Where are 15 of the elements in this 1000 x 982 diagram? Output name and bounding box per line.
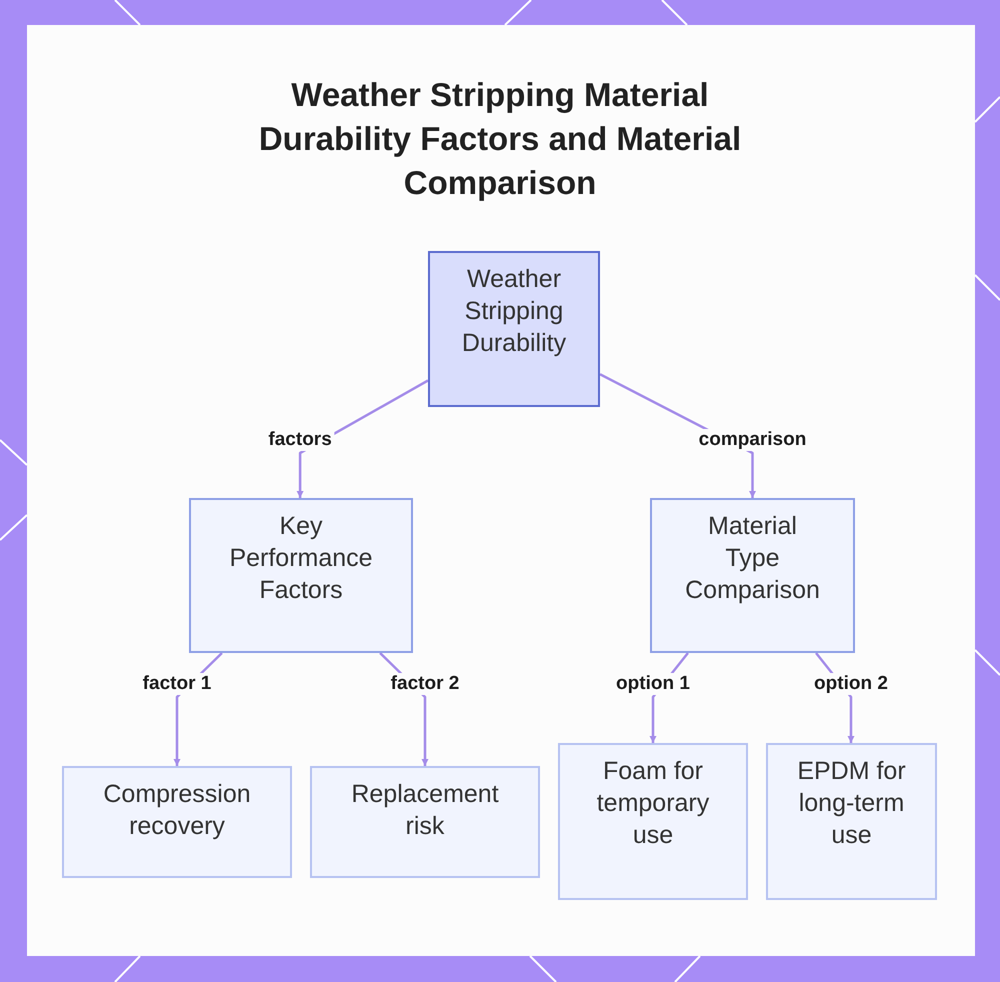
diagram-title: Weather Stripping Material Durability Factors and Material Comparison (258, 75, 742, 203)
process-box (62, 766, 292, 878)
node-text: EPDM for long-term use (796, 756, 907, 851)
process-box (189, 498, 413, 653)
node-text: Key Performance Factors (228, 511, 374, 606)
node-text: Compression recovery (102, 779, 252, 842)
node-text: Foam for temporary use (596, 756, 710, 851)
process-box (428, 251, 600, 407)
node-text: Weather Stripping Durability (460, 264, 568, 359)
process-box (766, 743, 937, 900)
process-box (310, 766, 540, 878)
process-box (650, 498, 855, 653)
node-text: Material Type Comparison (684, 511, 821, 606)
node-text: Replacement risk (350, 779, 500, 842)
process-box (558, 743, 748, 900)
